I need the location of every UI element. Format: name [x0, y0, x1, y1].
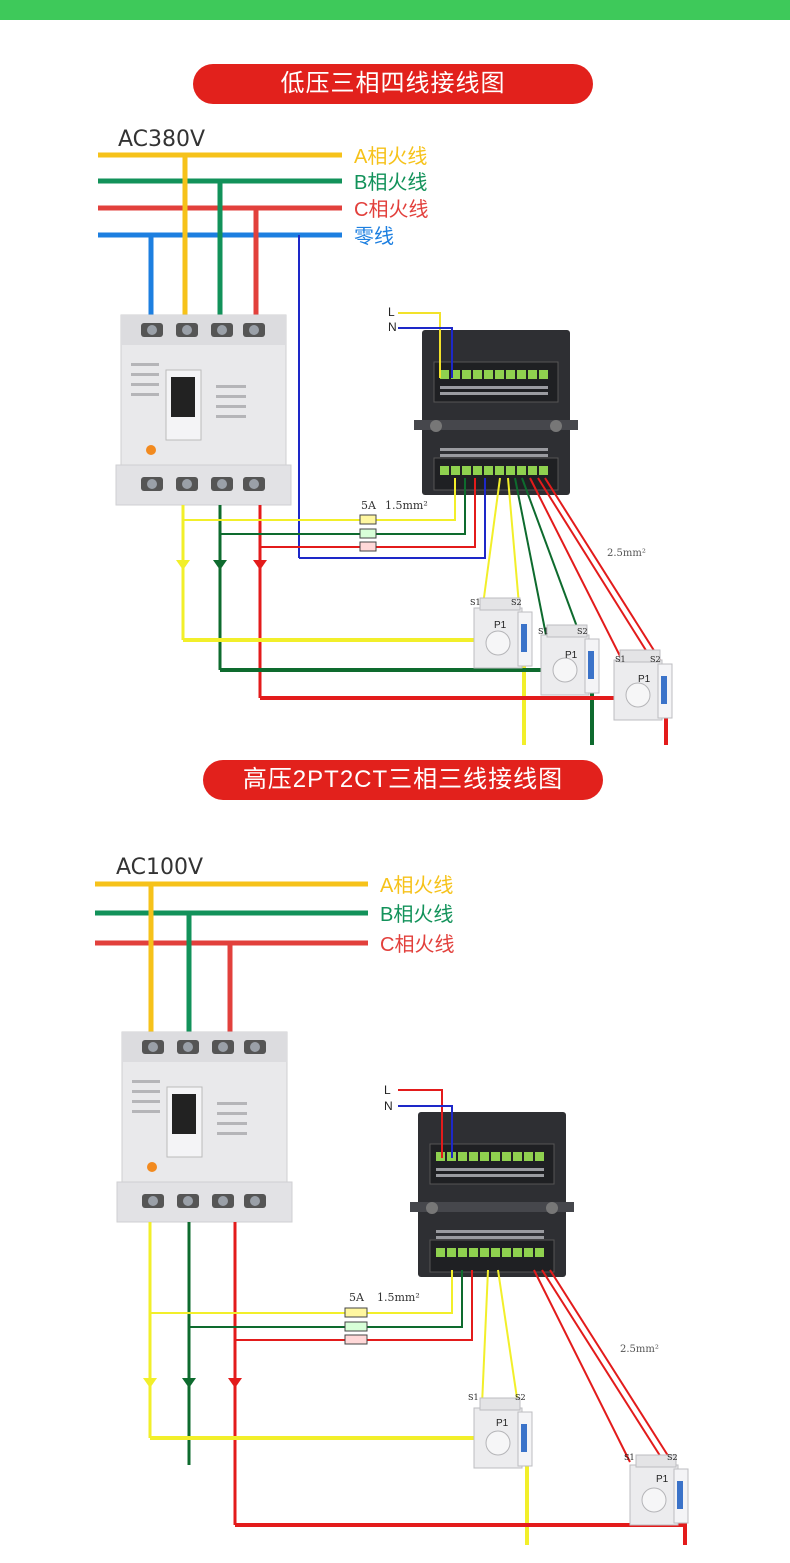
svg-text:N: N — [388, 320, 397, 334]
banner-low-voltage: 低压三相四线接线图 — [193, 64, 593, 104]
low-ct-a — [473, 597, 533, 669]
low-line-c: C相火线 — [354, 198, 428, 221]
svg-text:L: L — [388, 305, 395, 319]
svg-text:S2: S2 — [515, 1393, 526, 1402]
high-ct-a — [473, 1397, 533, 1469]
low-line-b: B相火线 — [354, 171, 427, 194]
svg-text:5A: 5A — [361, 499, 377, 512]
top-bar — [0, 0, 790, 20]
svg-text:S1: S1 — [470, 598, 481, 607]
svg-text:S1: S1 — [615, 655, 626, 664]
svg-text:P1: P1 — [494, 620, 507, 631]
svg-text:2.5mm²: 2.5mm² — [620, 1344, 659, 1355]
svg-text:N: N — [384, 1099, 393, 1113]
high-ct-c — [629, 1454, 689, 1526]
low-line-a: A相火线 — [354, 145, 427, 168]
high-meter — [409, 1111, 575, 1278]
low-breaker — [115, 314, 292, 506]
svg-text:1.5mm²: 1.5mm² — [377, 1291, 420, 1304]
svg-text:S2: S2 — [511, 598, 522, 607]
svg-text:S2: S2 — [650, 655, 661, 664]
low-voltage-diagram: AC380V A相火线 B相火线 C相火线 零线 L N — [98, 127, 673, 745]
svg-text:5A: 5A — [349, 1291, 365, 1304]
svg-text:P1: P1 — [565, 650, 578, 661]
svg-text:S1: S1 — [624, 1453, 635, 1462]
high-voltage-label: AC100V — [116, 855, 203, 880]
low-voltage-label: AC380V — [118, 127, 205, 152]
banner-high-voltage: 高压2PT2CT三相三线接线图 — [203, 760, 603, 800]
svg-text:2.5mm²: 2.5mm² — [607, 548, 646, 559]
low-meter — [413, 329, 579, 496]
svg-text:1.5mm²: 1.5mm² — [385, 499, 428, 512]
high-breaker — [116, 1031, 293, 1223]
svg-text:P1: P1 — [496, 1418, 509, 1429]
high-line-a: A相火线 — [380, 874, 453, 897]
svg-text:S1: S1 — [468, 1393, 479, 1402]
high-line-b: B相火线 — [380, 903, 453, 926]
high-voltage-diagram: AC100V A相火线 B相火线 C相火线 L N 5A 1.5mm² 2.5m… — [95, 855, 689, 1545]
high-line-c: C相火线 — [380, 933, 454, 956]
svg-text:L: L — [384, 1083, 391, 1097]
svg-text:S2: S2 — [667, 1453, 678, 1462]
svg-text:P1: P1 — [638, 674, 651, 685]
svg-text:P1: P1 — [656, 1474, 669, 1485]
low-line-n: 零线 — [354, 225, 394, 248]
svg-text:S2: S2 — [577, 627, 588, 636]
svg-text:S1: S1 — [538, 627, 549, 636]
